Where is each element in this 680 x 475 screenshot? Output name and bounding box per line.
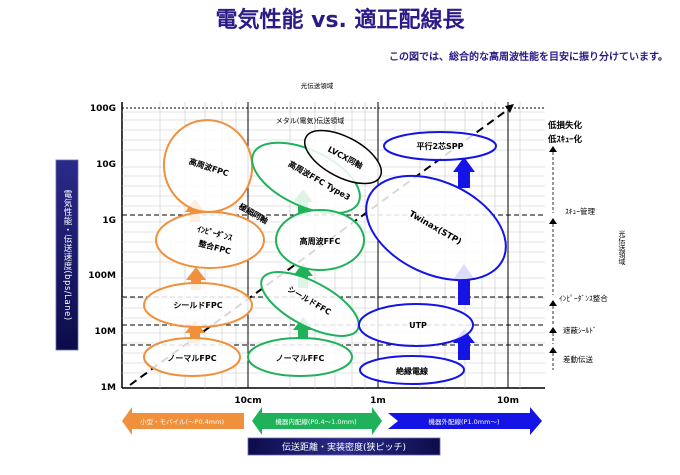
twinax-oval [365, 174, 507, 282]
bottom-band-arrows: 小型・モバイル(〜P0.4mm) 機器内配線(P0.4〜1.0mm) 機器外配線… [122, 407, 542, 435]
normal-ffc-oval [247, 337, 353, 377]
page-subtitle: この図では、総合的な高周波性能を目安に振り分けています。 [389, 50, 668, 63]
y-tick-label: 10G [96, 160, 116, 170]
insulated-label: 絶縁電線 [396, 366, 428, 376]
x-axis-title: 伝送距離・実装密度(狭ピッチ) [282, 441, 406, 453]
diff-label: 差動伝送 [563, 354, 593, 364]
blue-band-label: 機器外配線(P1.0mm〜) [429, 417, 500, 426]
stp-oval [383, 131, 497, 161]
y-tick-label: 100G [90, 104, 116, 114]
skew-mgmt-label: ｽｷｭｰ管理 [565, 206, 595, 216]
blue-band-arrow [388, 407, 542, 435]
green-band-arrow [252, 407, 382, 435]
blue-arrow-up [453, 157, 475, 188]
stp-label: 平行2芯SPP [416, 141, 463, 151]
normal-fpc-label: ノーマルFPC [167, 354, 216, 363]
metal-region-label: メタル(電気)伝送領域 [276, 116, 344, 125]
shield-ffc-oval [260, 271, 360, 337]
y-tick-label: 100M [88, 271, 116, 281]
shield-fpc-label: シールドFPC [173, 301, 222, 310]
x-axis-title-box: 伝送距離・実装密度(狭ピッチ) [247, 437, 441, 456]
orange-band-label: 小型・モバイル(〜P0.4mm) [140, 417, 224, 426]
y-axis-title: 電気性能・伝送速度(bps/Lane) [62, 189, 72, 320]
diagonal-arrowhead [505, 104, 514, 113]
green-band-label: 機器内配線(P0.4〜1.0mm) [275, 417, 356, 426]
optical-region-top-label: 光伝送領域 [301, 81, 334, 90]
optical-side-label: 光伝送領域 [618, 229, 626, 265]
page-title: 電気性能 vs. 適正配線長 [215, 7, 465, 33]
ffc-ovals [247, 141, 365, 377]
hffc-oval [275, 209, 365, 271]
x-tick-label: 10m [497, 396, 519, 406]
orange-band-arrow [122, 407, 244, 435]
y-axis-title-box: 電気性能・伝送速度(bps/Lane) [55, 159, 79, 351]
fpc-ovals [143, 119, 265, 377]
y-tick-label: 10M [95, 327, 117, 337]
utp-oval [358, 303, 474, 347]
y-ticks: 100G 10G 1G 100M 10M 1M [88, 104, 116, 393]
y-tick-label: 1G [102, 216, 116, 226]
shield-fpc-oval [143, 282, 253, 328]
hfpc-oval [162, 119, 254, 213]
normal-ffc-label: ノーマルFFC [276, 354, 325, 363]
lvcx-oval [303, 129, 383, 185]
loss-label: 低損失化 [547, 120, 583, 131]
imp-fpc-oval [155, 211, 265, 269]
x-tick-label: 1m [370, 396, 386, 406]
shield-label: 遮蔽ｼｰﾙﾄﾞ [563, 325, 597, 335]
impedance-label: ｲﾝﾋﾟｰﾀﾞﾝｽ整合 [559, 293, 608, 303]
right-labels: 低損失化 低ｽｷｭｰ化 ｽｷｭｰ管理 ｲﾝﾋﾟｰﾀﾞﾝｽ整合 遮蔽ｼｰﾙﾄﾞ 差… [547, 120, 626, 370]
utp-label: UTP [409, 321, 427, 330]
y-tick-label: 1M [101, 383, 116, 393]
x-ticks: 10cm 1m 10m [234, 396, 519, 406]
insulated-oval [359, 355, 465, 385]
x-tick-label: 10cm [234, 396, 261, 406]
green-arrow-up [293, 317, 313, 340]
skew-label: 低ｽｷｭｰ化 [547, 134, 583, 145]
hffc-label: 高周波FFC [300, 236, 341, 246]
blue-ovals [358, 131, 507, 385]
normal-fpc-oval [143, 337, 241, 377]
